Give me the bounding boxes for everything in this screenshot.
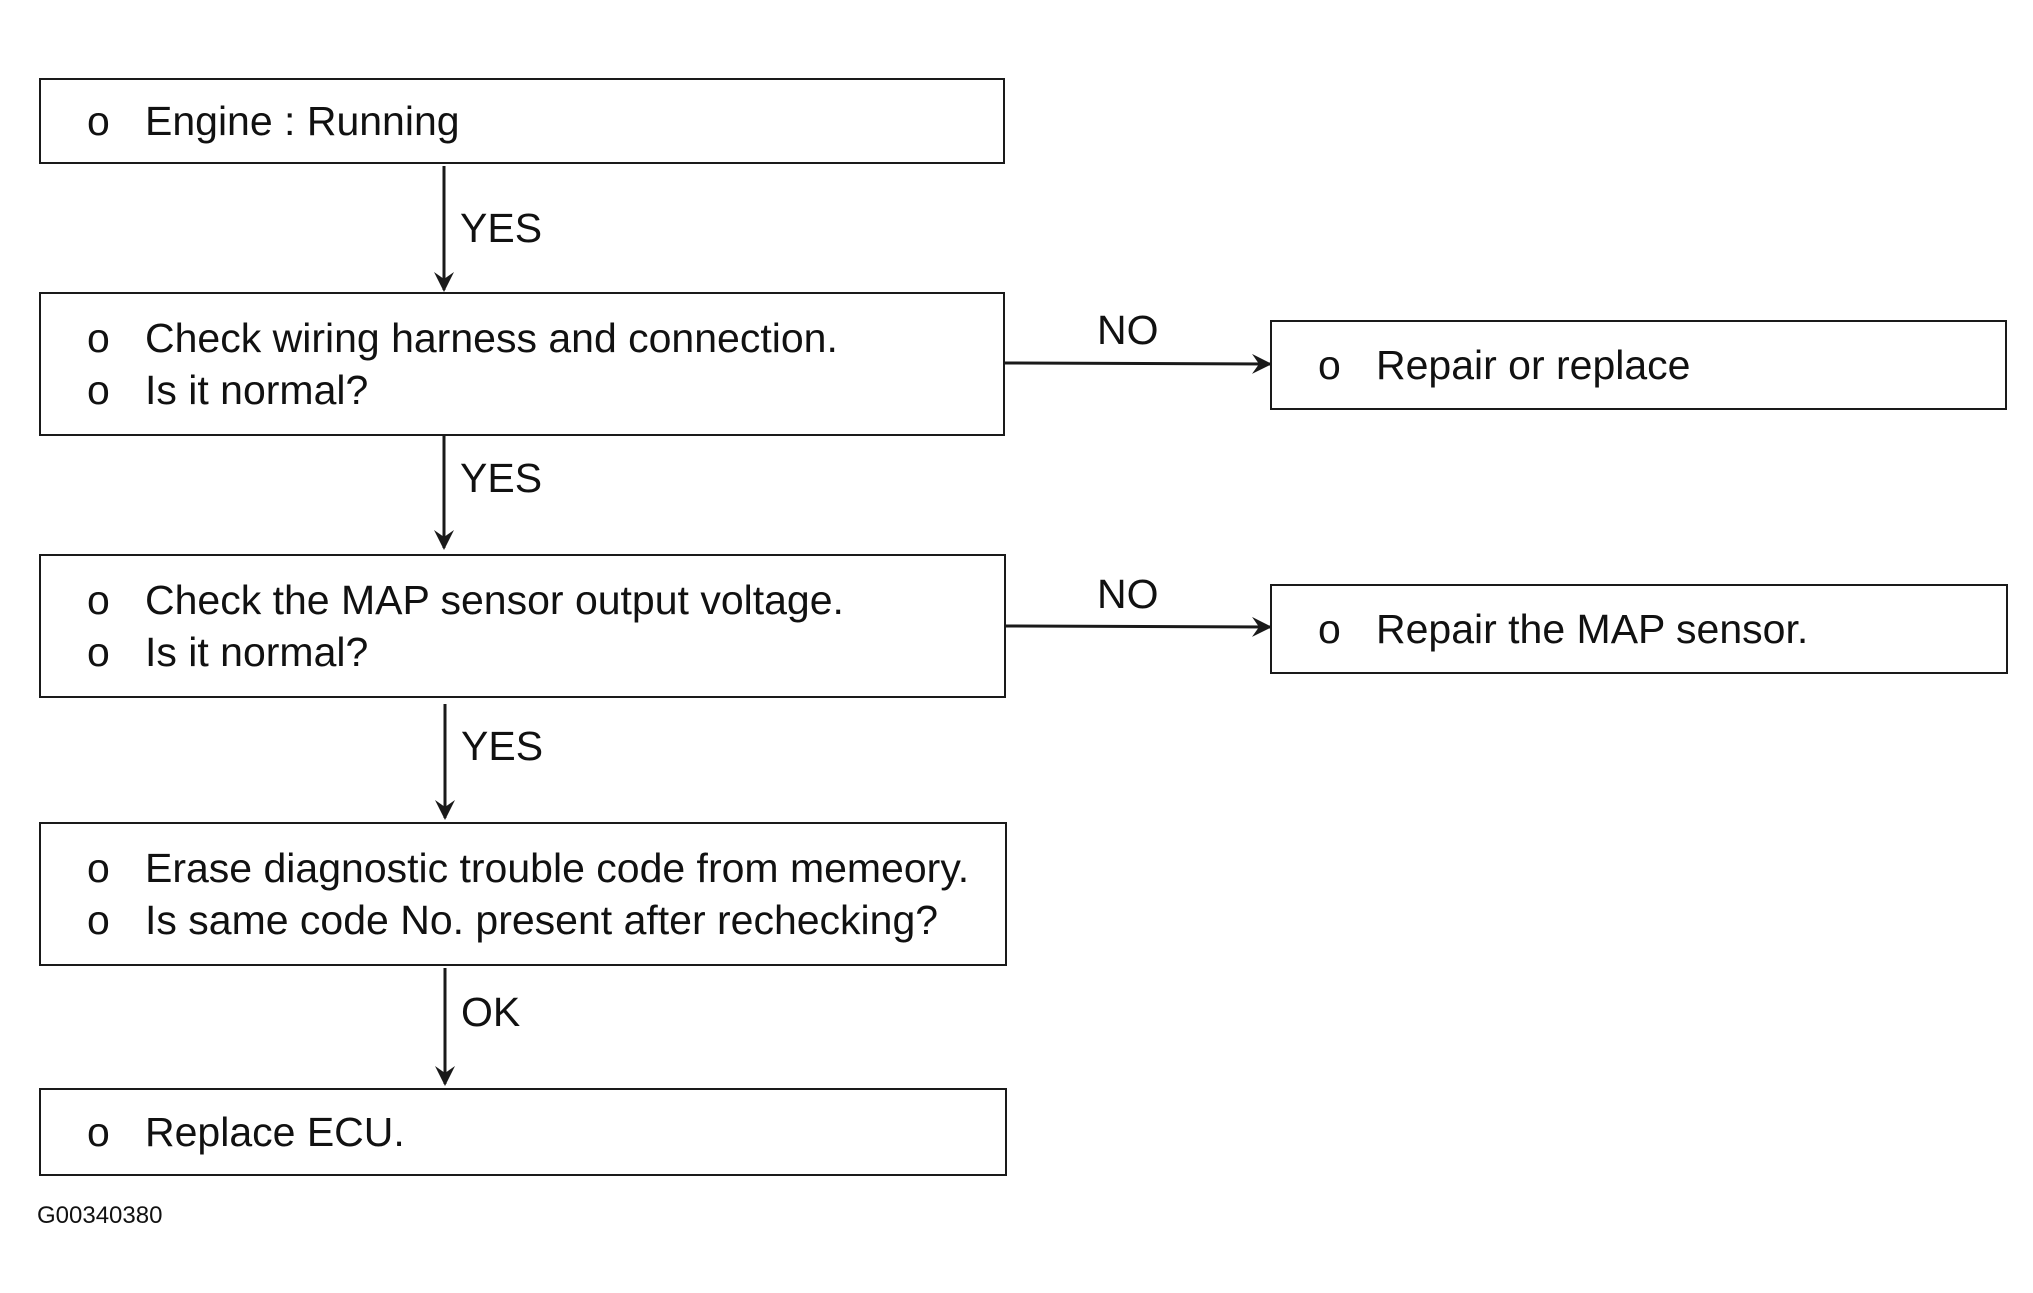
node-repair-or-replace: o Repair or replace (1270, 320, 2007, 410)
figure-id: G00340380 (37, 1202, 163, 1229)
node-line: o Check the MAP sensor output voltage. (41, 574, 1004, 626)
node-replace-ecu: o Replace ECU. (39, 1088, 1007, 1176)
bullet-marker: o (87, 897, 110, 943)
node-text: Repair the MAP sensor. (1376, 606, 1809, 652)
bullet-marker: o (87, 1109, 110, 1155)
node-erase-dtc: o Erase diagnostic trouble code from mem… (39, 822, 1007, 966)
edge-label-yes: YES (460, 455, 543, 501)
node-text: Check the MAP sensor output voltage. (145, 577, 844, 623)
edge-map-to-repair-map (1003, 616, 1272, 637)
bullet-marker: o (1318, 342, 1341, 388)
node-text: Repair or replace (1376, 342, 1691, 388)
node-check-map-voltage: o Check the MAP sensor output voltage. o… (39, 554, 1006, 698)
bullet-marker: o (87, 367, 110, 413)
node-line: o Replace ECU. (41, 1106, 1005, 1158)
node-line: o Repair or replace (1272, 339, 2005, 391)
edge-wiring-to-repair (1003, 353, 1272, 374)
bullet-marker: o (87, 98, 110, 144)
node-text: Erase diagnostic trouble code from memeo… (145, 845, 970, 891)
node-text: Replace ECU. (145, 1109, 405, 1155)
edge-label-no: NO (1097, 307, 1159, 353)
bullet-marker: o (1318, 606, 1341, 652)
bullet-marker: o (87, 577, 110, 623)
node-engine-running: o Engine : Running (39, 78, 1005, 164)
node-text: Engine : Running (145, 98, 460, 144)
node-line: o Repair the MAP sensor. (1272, 603, 2006, 655)
edge-label-yes: YES (460, 205, 543, 251)
edge-label-ok: OK (461, 989, 521, 1035)
node-text: Check wiring harness and connection. (145, 315, 838, 361)
node-line: o Engine : Running (41, 95, 1003, 147)
node-line: o Erase diagnostic trouble code from mem… (41, 842, 1005, 894)
node-text: Is it normal? (145, 629, 369, 675)
bullet-marker: o (87, 845, 110, 891)
node-line: o Is it normal? (41, 626, 1004, 678)
bullet-marker: o (87, 629, 110, 675)
node-repair-map-sensor: o Repair the MAP sensor. (1270, 584, 2008, 674)
node-line: o Check wiring harness and connection. (41, 312, 1003, 364)
edge-label-no: NO (1097, 571, 1159, 617)
node-check-wiring: o Check wiring harness and connection. o… (39, 292, 1005, 436)
node-line: o Is it normal? (41, 364, 1003, 416)
bullet-marker: o (87, 315, 110, 361)
node-line: o Is same code No. present after recheck… (41, 894, 1005, 946)
node-text: Is same code No. present after recheckin… (145, 897, 939, 943)
edge-label-yes: YES (461, 723, 544, 769)
node-text: Is it normal? (145, 367, 369, 413)
